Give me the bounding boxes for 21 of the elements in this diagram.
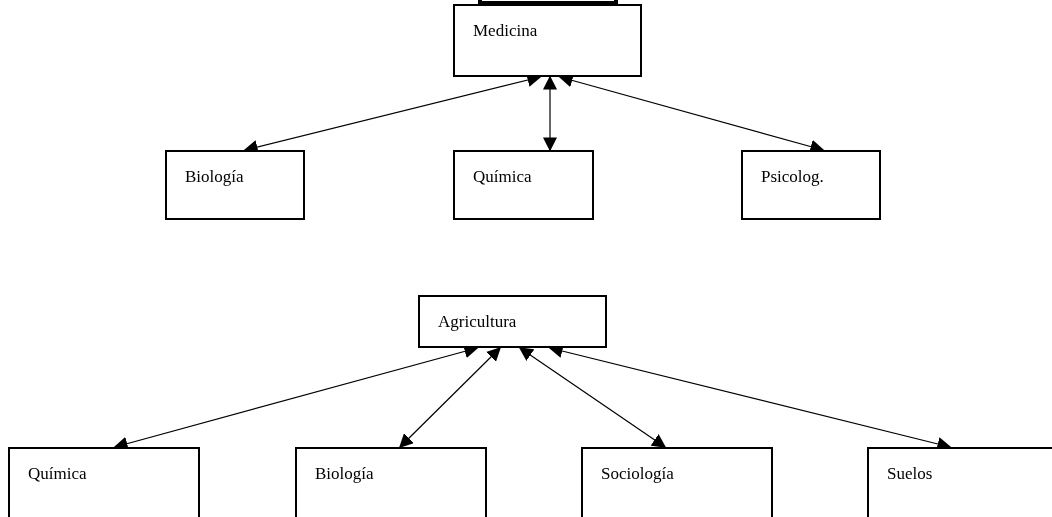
topic-box [8, 447, 200, 517]
topic-box [453, 150, 594, 220]
topic-box [418, 295, 607, 348]
topic-label: Sociología [601, 463, 674, 485]
topic-box [453, 4, 642, 77]
topic-label: Biología [185, 166, 244, 188]
double-arrow [518, 347, 667, 448]
topic-label: Medicina [473, 20, 538, 42]
topic-box [581, 447, 773, 517]
double-arrow [543, 75, 557, 152]
topic-label: Psicolog. [761, 166, 824, 188]
topic-box [295, 447, 487, 517]
topic-label: Química [473, 166, 532, 188]
topic-label: Química [28, 463, 87, 485]
topic-label: Suelos [887, 463, 933, 485]
double-arrow [399, 347, 501, 448]
topic-box [165, 150, 305, 220]
topic-box [741, 150, 881, 220]
topic-box [867, 447, 1052, 517]
topic-label: Biología [315, 463, 374, 485]
topic-label: Agricultura [438, 311, 517, 333]
